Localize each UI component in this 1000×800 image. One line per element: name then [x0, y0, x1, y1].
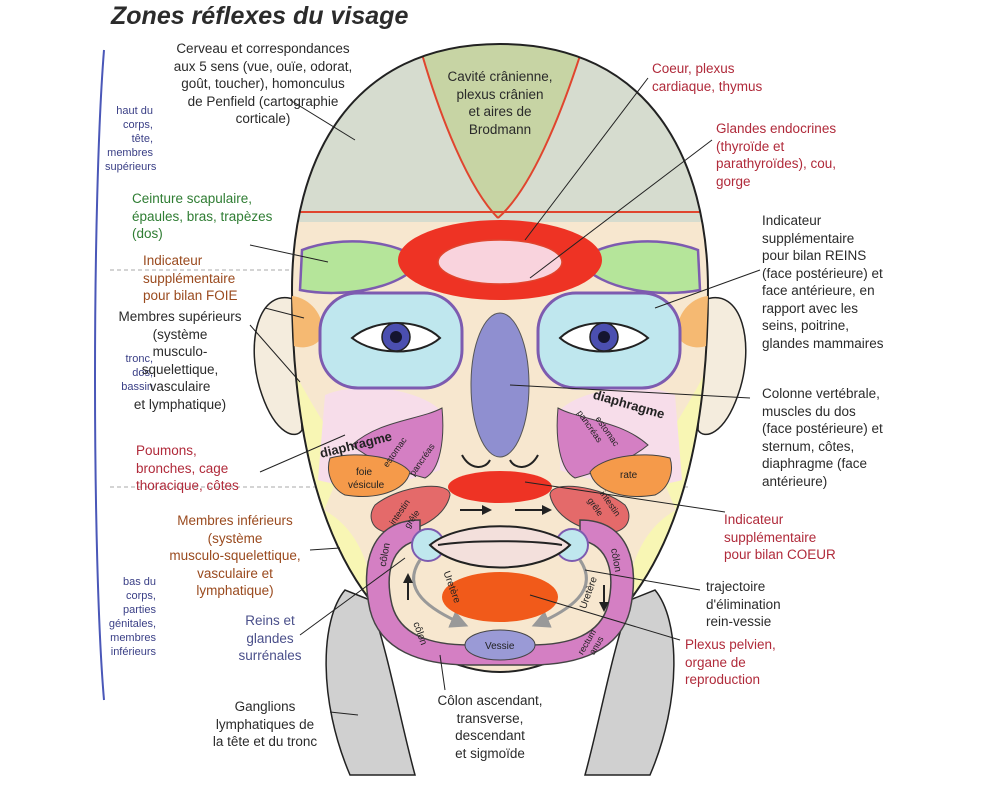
- label-cranial: Cavité crânienne, plexus crânien et aire…: [447, 69, 553, 137]
- heart-indicator-zone: [448, 471, 552, 503]
- small-intestine-zone-right: [549, 485, 630, 533]
- label-upper-limbs: Membres supérieurs (système musculo- squ…: [118, 309, 242, 412]
- label-colon: Côlon ascendant, transverse, descendant …: [437, 693, 543, 761]
- label-liver-indicator: Indicateur supplémentaire pour bilan FOI…: [143, 253, 238, 303]
- label-heart: Coeur, plexus cardiaque, thymus: [652, 61, 763, 94]
- label-adrenal: Reins et glandes surrénales: [238, 613, 302, 663]
- ear-right: [697, 297, 747, 436]
- colon-right: côlon: [608, 547, 623, 572]
- bladder-zone: [464, 629, 536, 661]
- small-intestine-zone-left: [370, 485, 451, 533]
- liver-zone: [328, 454, 411, 497]
- leader-lines: [249, 77, 761, 716]
- side-bracket: [94, 49, 105, 701]
- spleen-text: rate: [620, 470, 638, 481]
- mouth: [428, 525, 572, 569]
- cranial-cavity-zone: [418, 44, 585, 218]
- label-spine: Colonne vertébrale, muscles du dos (face…: [762, 386, 883, 489]
- label-lower-limbs: Membres inférieurs (système musculo-sque…: [169, 513, 301, 598]
- label-shoulders: Ceinture scapulaire, épaules, bras, trap…: [132, 191, 273, 241]
- spleen-zone: [589, 454, 672, 497]
- liver-text: foie: [356, 467, 373, 478]
- label-brain: Cerveau et correspondances aux 5 sens (v…: [173, 41, 353, 126]
- colon-left-upper: côlon: [378, 542, 393, 567]
- label-heart-indicator: Indicateur supplémentaire pour bilan COE…: [724, 512, 836, 562]
- side-label-upper: haut du corps, tête, membres supérieurs: [105, 105, 157, 173]
- side-label-middle: tronc, dos, bassin: [121, 353, 153, 393]
- liver-indicator-zone: [292, 296, 323, 348]
- label-pelvic: Plexus pelvien, organe de reproduction: [685, 637, 776, 687]
- thyroid-zone: [437, 239, 563, 285]
- face-outline: [290, 42, 710, 674]
- page-title: Zones réflexes du visage: [111, 2, 409, 30]
- label-kidneys-indicator: Indicateur supplémentaire pour bilan REI…: [762, 213, 884, 351]
- spine-zone-nose: [470, 312, 530, 458]
- side-label-lower: bas du corps, parties génitales, membres…: [108, 576, 156, 658]
- label-lungs: Poumons, bronches, cage thoracique, côte…: [136, 443, 239, 493]
- lymph-left: [325, 589, 416, 776]
- ear-left: [253, 297, 303, 436]
- bladder-text: Vessie: [485, 641, 515, 652]
- lymph-right: [584, 589, 675, 776]
- gallbladder-text: vésicule: [348, 480, 385, 491]
- kidney-indicator-zone: [677, 296, 708, 348]
- label-lymph: Ganglions lymphatiques de la tête et du …: [212, 699, 318, 749]
- face-text-labels: diaphragme diaphragme estomac pancréas e…: [318, 387, 666, 657]
- label-glands: Glandes endocrines (thyroïde et parathyr…: [716, 121, 837, 189]
- colon-zone: [365, 519, 635, 666]
- pelvic-plexus-zone: [442, 572, 558, 622]
- label-elimination: trajectoire d'élimination rein-vessie: [706, 579, 781, 629]
